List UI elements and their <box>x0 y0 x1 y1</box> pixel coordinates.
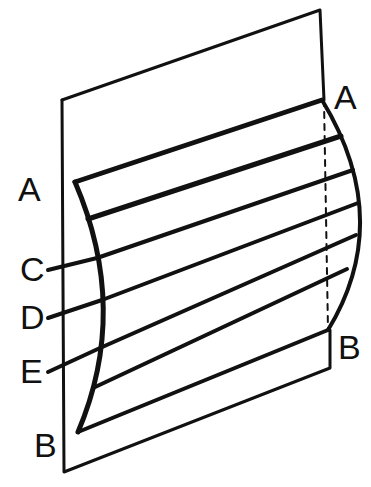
point-label: A <box>18 172 41 206</box>
point-label: A <box>334 80 357 114</box>
panel-outline <box>62 10 324 100</box>
point-label: B <box>34 428 57 462</box>
point-label: B <box>338 330 361 364</box>
surface-line <box>93 269 347 388</box>
panel-outline <box>62 100 330 472</box>
point-label: C <box>20 252 45 286</box>
surface-line <box>78 330 328 432</box>
surface-line <box>88 136 341 219</box>
surface-line <box>75 100 322 182</box>
point-label: E <box>20 354 43 388</box>
surface-line <box>48 235 356 372</box>
point-label: D <box>20 300 45 334</box>
